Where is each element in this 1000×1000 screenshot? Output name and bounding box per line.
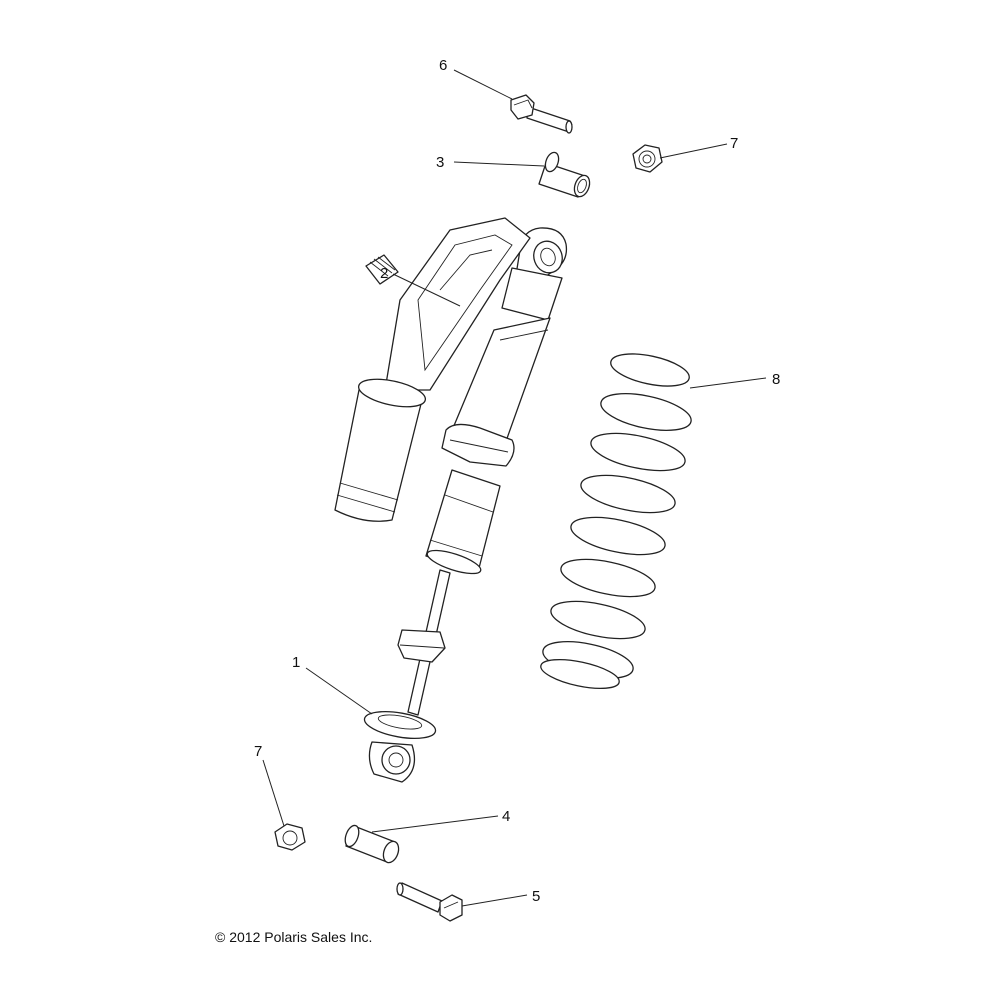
upper-bolt-part-6 [510,94,573,134]
callout-5: 5 [532,888,540,905]
leader-line-8 [689,377,767,389]
callout-2: 2 [380,265,388,282]
callout-3: 3 [436,154,444,171]
leader-line-7b [262,759,285,827]
callout-7-bottom: 7 [254,743,262,760]
copyright-notice: © 2012 Polaris Sales Inc. [215,929,373,945]
coil-spring-part-8 [540,353,692,690]
leader-line-6 [453,69,513,100]
leader-line-7a [659,143,728,159]
lower-bolt-part-5 [396,882,463,922]
callout-4: 4 [502,808,510,825]
leader-line-5 [461,894,528,907]
leader-line-3 [453,161,545,167]
lower-nut-part-7 [274,823,306,851]
leader-line-1 [305,667,373,715]
shock-absorber-part-2 [334,217,568,783]
callout-7-top: 7 [730,135,738,152]
upper-spacer-part-3 [538,151,591,198]
callout-8: 8 [772,371,780,388]
leader-line-2 [392,273,461,307]
callout-1: 1 [292,654,300,671]
callout-6: 6 [439,57,447,74]
lower-spacer-part-4 [344,824,400,864]
upper-nut-part-7 [632,144,663,173]
leader-line-4 [371,815,499,833]
